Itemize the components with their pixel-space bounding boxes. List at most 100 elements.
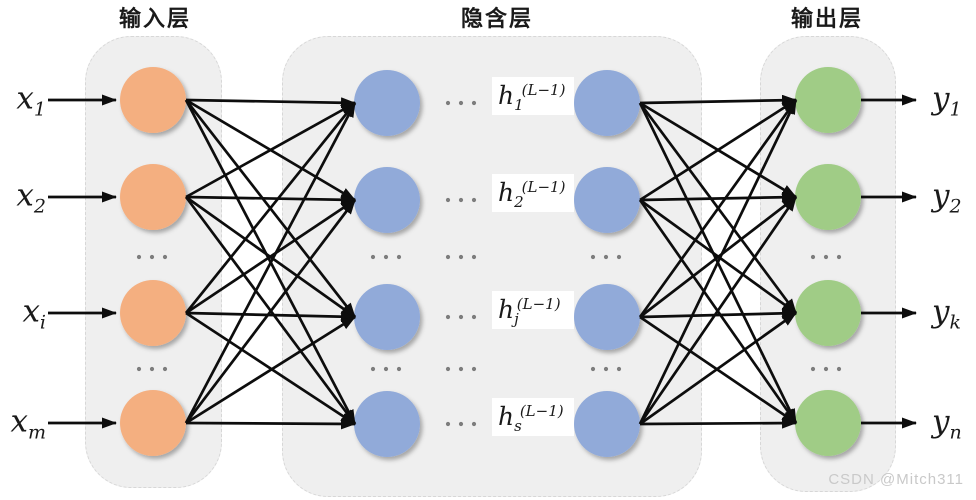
edge-hidden-to-output [639,94,797,106]
output-node-label: y2 [932,177,962,217]
edge-hidden-to-output [639,98,797,202]
ellipsis-dot [836,254,842,260]
label-sub: j [514,310,519,328]
ellipsis-dot [603,366,609,372]
output-node-circle [795,280,861,346]
ellipsis-dot [616,366,622,372]
nodes-group [120,67,861,457]
label-sup: (L−1) [521,177,566,196]
edge-input-to-hidden [185,194,356,206]
label-base: y [932,177,950,214]
ellipsis-dot [458,366,464,372]
output-node-label: yn [932,404,962,443]
hidden-node-circle [574,70,640,136]
label-base: x [10,403,28,440]
input-node-circle [120,67,186,133]
edge-input-to-hidden [185,418,356,430]
ellipsis-dot [383,366,389,372]
label-sub: m [27,421,46,444]
output-node-circle [795,67,861,133]
label-sup: (L−1) [521,80,566,99]
input-node-label: xi [0,293,46,333]
ellipsis-dot [162,254,168,260]
edge-hidden-to-output [638,196,798,425]
ellipsis-dot [590,254,596,260]
hidden-node-circle [574,167,640,233]
label-sub: k [949,311,962,334]
label-sub: 2 [33,195,46,218]
label-sup: (L−1) [519,401,564,420]
ellipsis-dot [370,366,376,372]
hidden-node-circle [574,284,640,350]
ellipsis-dots-group [136,100,842,427]
label-base: x [16,80,34,117]
ellipsis-dot [136,254,142,260]
input-node-label: x2 [0,177,46,217]
hidden-node-label: hs(L−1) [492,398,574,436]
ellipsis-dot [471,314,477,320]
hidden-node-label: h1(L−1) [492,77,574,115]
ellipsis-dot [370,254,376,260]
ellipsis-dot [836,366,842,372]
label-base: x [22,293,40,330]
label-sub: 1 [514,96,524,114]
output-node-circle [795,390,861,456]
edge-input-to-hidden [184,199,357,424]
input-node-circle [120,390,186,456]
ellipsis-dot [458,314,464,320]
ellipsis-dot [590,366,596,372]
edge-input-to-hidden [184,102,357,314]
edge-hidden-to-output [638,99,798,425]
ellipsis-dot [471,366,477,372]
edge-input-to-hidden [184,102,357,424]
hidden-layer-title: 隐含层 [460,6,534,31]
hidden-node-circle [354,167,420,233]
input-node-circle [120,164,186,230]
edge-input-to-hidden [185,315,356,425]
label-sub: i [39,311,46,334]
ellipsis-dot [149,366,155,372]
ellipsis-dot [162,366,168,372]
edge-hidden-to-output [639,311,797,426]
input-layer-title: 输入层 [118,6,192,31]
label-base: h [498,295,515,324]
input-node-label: x1 [0,80,46,120]
label-sub: n [949,421,962,444]
label-sub: 2 [514,193,524,211]
hidden-node-circle [354,284,420,350]
ellipsis-dot [810,366,816,372]
label-base: h [498,81,515,110]
ellipsis-dot [616,254,622,260]
ellipsis-dot [445,254,451,260]
label-base: x [16,177,34,214]
label-sub: 1 [33,98,46,121]
ellipsis-dot [458,100,464,106]
ellipsis-dot [445,366,451,372]
label-sup: (L−1) [516,294,561,313]
label-base: h [498,178,515,207]
output-layer-title: 输出层 [790,6,864,31]
ellipsis-dot [810,254,816,260]
edge-hidden-to-output [639,191,797,203]
edge-hidden-to-output [639,195,797,319]
edge-input-to-hidden [185,101,356,199]
output-node-label: y1 [932,81,962,120]
ellipsis-dot [149,254,155,260]
ellipsis-dot [471,197,477,203]
ellipsis-dot [823,366,829,372]
ellipsis-dot [823,254,829,260]
edge-hidden-to-output [639,417,797,429]
ellipsis-dot [136,366,142,372]
label-sub: 1 [949,98,962,121]
ellipsis-dot [396,366,402,372]
hidden-node-circle [354,70,420,136]
input-node-label: xm [0,403,46,443]
ellipsis-dot [471,254,477,260]
ellipsis-dot [445,197,451,203]
ellipsis-dot [383,254,389,260]
label-sub: s [514,417,522,435]
ellipsis-dot [458,254,464,260]
edge-hidden-to-output [638,99,798,318]
edge-input-to-hidden [185,311,356,323]
